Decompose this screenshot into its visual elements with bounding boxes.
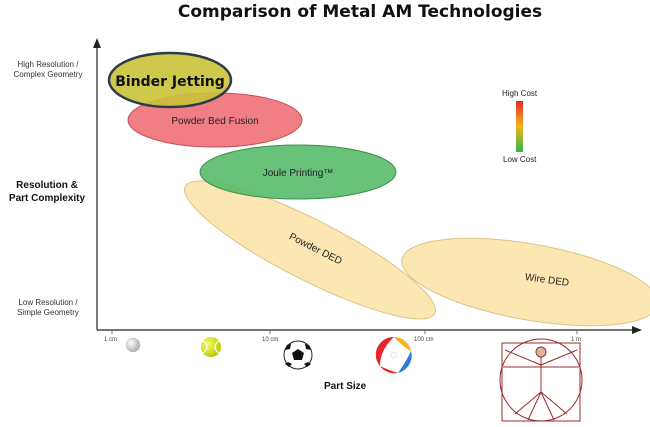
y-axis-arrow	[93, 38, 101, 48]
y-bottom-label: Low Resolution / Simple Geometry	[2, 298, 94, 318]
low-cost-label: Low Cost	[503, 155, 537, 164]
x-tick-100cm: 100 cm	[414, 337, 434, 343]
x-axis-title: Part Size	[324, 381, 367, 392]
binder-jetting-region	[107, 51, 233, 109]
y-top-label: High Resolution / Complex Geometry	[2, 60, 94, 80]
cost-gradient-bar	[516, 101, 523, 152]
x-axis-arrow	[632, 326, 642, 334]
x-tick-1cm: 1 cm	[104, 337, 118, 343]
joule-printing-label: Joule Printing™	[263, 168, 334, 179]
y-bottom-label-line1: Low Resolution /	[18, 298, 78, 307]
y-bottom-label-line2: Simple Geometry	[17, 308, 79, 317]
x-tick-10cm: 10 cm	[262, 337, 279, 343]
y-axis-title-line2: Part Complexity	[8, 193, 86, 204]
beach-ball-icon	[375, 336, 413, 374]
y-top-label-line2: Complex Geometry	[13, 70, 83, 79]
tennis-ball-icon	[201, 337, 221, 357]
y-axis-title-line1: Resolution &	[16, 180, 78, 191]
pearl-icon	[125, 337, 141, 353]
binder-jetting-label: Binder Jetting	[115, 74, 225, 90]
joule-printing-region	[199, 144, 397, 200]
powder-bed-fusion-label: Powder Bed Fusion	[171, 116, 258, 127]
y-axis-title: Resolution & Part Complexity	[0, 179, 94, 205]
soccer-ball-icon	[283, 340, 313, 370]
x-tick-1m: 1 m	[571, 337, 582, 343]
high-cost-label: High Cost	[502, 89, 538, 98]
page-title: Comparison of Metal AM Technologies	[177, 2, 543, 22]
powder-ded-region	[184, 180, 436, 320]
y-top-label-line1: High Resolution /	[17, 60, 79, 69]
vitruvian-man-icon	[499, 338, 583, 422]
wire-ded-region	[401, 237, 650, 327]
